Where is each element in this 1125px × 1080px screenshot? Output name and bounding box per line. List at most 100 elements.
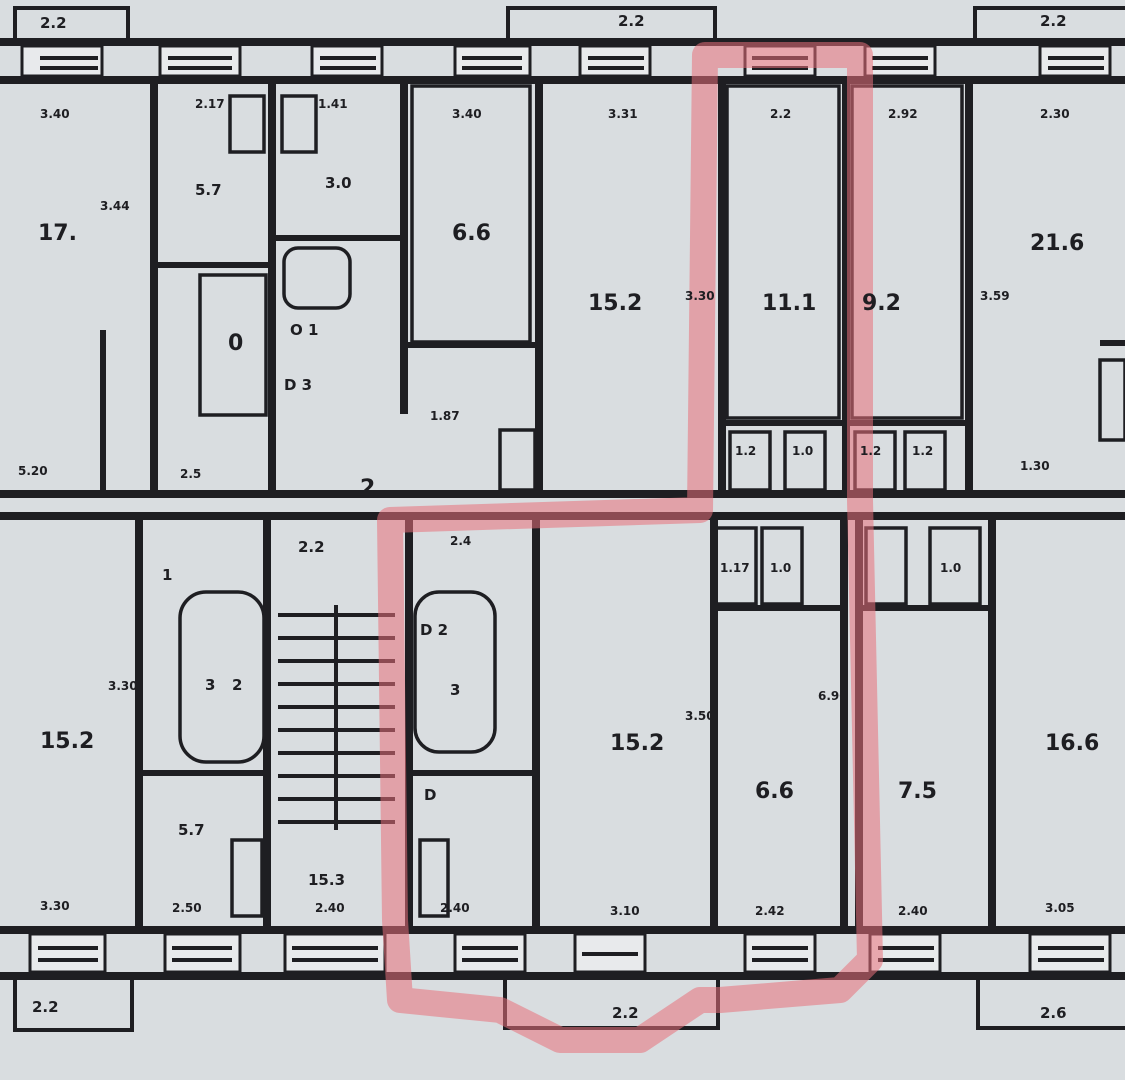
bath-b-code2: 3: [450, 681, 460, 699]
narrow-room-a-outline: [410, 84, 532, 344]
room-g-width: 3.10: [610, 904, 640, 918]
stair-top: 2.2: [298, 538, 325, 556]
corridor-center: 2.: [360, 476, 384, 501]
bottom-outer-wall: [0, 972, 1125, 980]
window-bottom-6: [743, 932, 817, 974]
wall-bot-v3: [405, 520, 413, 930]
wall-bot-v7: [988, 520, 996, 930]
room-c-outline: [725, 84, 841, 420]
top-labels: 3.40 17. 3.44 5.20 2.17 5.7 1.41 3.0 3.4…: [18, 97, 1084, 501]
window-top-2: [158, 44, 242, 78]
room-f-width: 3.30: [40, 899, 70, 913]
window-top-1: [20, 44, 104, 78]
balcony-top-2: [506, 6, 717, 38]
stair-width: 2.40: [315, 901, 345, 915]
top-inner-wall: [0, 76, 1125, 84]
room-g-depth: 3.50: [685, 709, 715, 723]
room-h-width: 2.42: [755, 904, 785, 918]
bath-b-code3: D: [424, 786, 436, 804]
small-top-4: 1.2: [912, 444, 933, 458]
balcony-top-2-label: 2.2: [618, 12, 645, 30]
small-cell-b4: [928, 526, 982, 606]
corridor-misc: 2.5: [180, 467, 201, 481]
small-top-2: 1.0: [792, 444, 813, 458]
wall-top-v1: [150, 84, 158, 494]
bathtub-d: [413, 590, 497, 754]
bath-a-code2: D 3: [284, 376, 312, 394]
room-e-length: 3.59: [980, 289, 1010, 303]
balcony-top-3-label: 2.2: [1040, 12, 1067, 30]
small-top-1: 1.2: [735, 444, 756, 458]
small-cell-2: [783, 430, 827, 492]
wall-top-v2: [268, 84, 276, 494]
room-e-bottom: 1.30: [1020, 459, 1050, 473]
window-bottom-2: [163, 932, 242, 974]
bath-c-code3: 1: [162, 566, 172, 584]
wall-top-v5: [718, 84, 726, 494]
wall-top-v3: [400, 84, 408, 414]
bath-b-label: 2.4: [450, 534, 471, 548]
highlight-outline: [377, 42, 883, 1053]
bath-c-code: 3: [205, 676, 215, 694]
small-bottom-1: 1.17: [720, 561, 750, 575]
wall-top-v4: [535, 84, 543, 494]
room-j-area: 16.6: [1045, 731, 1099, 756]
small-bottom-3: 1.0: [940, 561, 961, 575]
closet-right: [1098, 358, 1125, 442]
wc-b-area: 3.0: [325, 174, 352, 192]
room-a-area: 17.: [38, 221, 77, 246]
balcony-bottom-3-label: 2.6: [1040, 1004, 1067, 1022]
room-a-length: 5.20: [18, 464, 48, 478]
top-partitions: [100, 84, 1125, 494]
shaft-a: [498, 428, 537, 492]
balcony-bottom-1: [13, 980, 134, 1032]
window-top-7: [863, 44, 937, 78]
window-top-4: [453, 44, 532, 78]
bath-b-code: D 2: [420, 621, 448, 639]
bathtub-b: [282, 246, 352, 310]
window-bottom-3: [283, 932, 387, 974]
room-b-depth: 3.30: [685, 289, 715, 303]
corridor-hall: 1.87: [430, 409, 460, 423]
wc-c-area: 5.7: [178, 821, 205, 839]
balcony-bottom-3: [976, 980, 1125, 1030]
bottom-labels: 15.2 3.30 3.30 5.7 2.50 15.3 2.40 2.2 D …: [40, 534, 1099, 918]
room-e-area: 21.6: [1030, 231, 1084, 256]
room-i-area: 7.5: [898, 779, 937, 804]
corridor-wall-top: [0, 490, 1125, 498]
wc-b-width: 1.41: [318, 97, 348, 111]
bath-a-code: 0: [228, 331, 243, 356]
top-inner-outlines: [198, 84, 1125, 492]
wall-room-d-bottom: [850, 420, 965, 426]
wc-a-area: 5.7: [195, 181, 222, 199]
window-top-8: [1038, 44, 1112, 78]
small-cell-b1: [714, 526, 758, 606]
staircase: [278, 605, 395, 830]
room-b-width: 3.31: [608, 107, 638, 121]
wall-bot-v1: [135, 520, 143, 930]
wall-closet-a: [100, 330, 106, 490]
window-top-5: [578, 44, 652, 78]
balcony-bottom-2-label: 2.2: [612, 1004, 639, 1022]
top-balconies: 2.2 2.2 2.2: [13, 6, 1125, 38]
wall-top-v6: [842, 84, 850, 494]
small-cell-1: [728, 430, 772, 492]
small-top-3: 1.2: [860, 444, 881, 458]
bath-c-code2: 2: [232, 676, 242, 694]
wc-c-width: 2.50: [172, 901, 202, 915]
bottom-inner-wall: [0, 926, 1125, 934]
wall-top-v7: [965, 84, 973, 494]
wall-wc-b-bottom: [276, 235, 400, 241]
balcony-top-1-label: 2.2: [40, 14, 67, 32]
wall-wc-a-bottom: [150, 262, 276, 268]
stair-area: 15.3: [308, 871, 345, 889]
room-e-width: 2.30: [1040, 107, 1070, 121]
window-bottom-1: [28, 932, 107, 974]
window-bottom-8: [1028, 932, 1112, 974]
room-b-area: 15.2: [588, 291, 642, 316]
room-a-width: 3.40: [40, 107, 70, 121]
room-d-width: 2.92: [888, 107, 918, 121]
room-g-area: 15.2: [610, 731, 664, 756]
